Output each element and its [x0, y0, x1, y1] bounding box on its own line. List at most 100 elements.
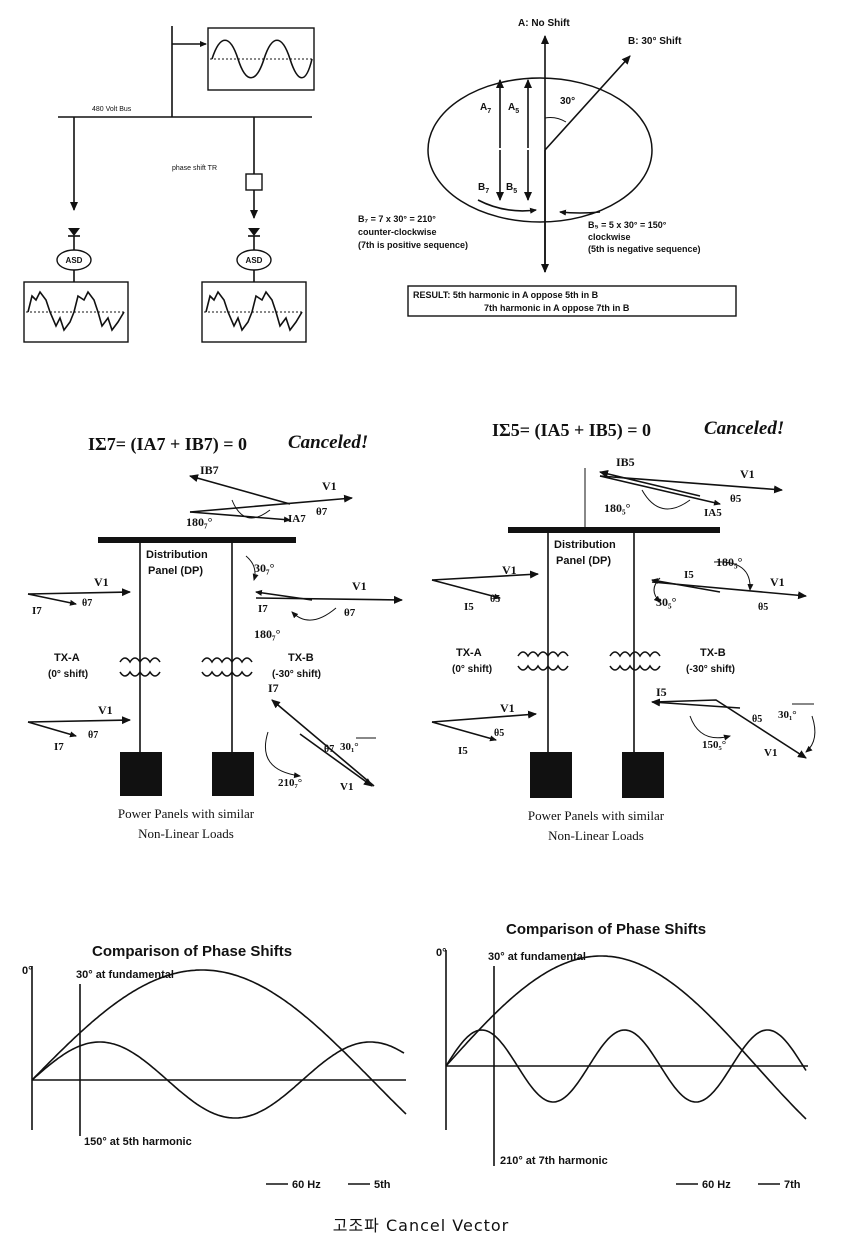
i5-bottom-right-label: I5 — [656, 685, 667, 699]
tx-b-secondary — [201, 670, 253, 677]
left-asd-label: ASD — [66, 256, 83, 265]
ccw-rotation-arrow — [477, 199, 537, 214]
v1-left-vector — [27, 588, 131, 597]
seventh-equation: IΣ7= (IA7 + IB7) = 0 — [88, 434, 247, 455]
v1-bottom-left-label: V1 — [98, 703, 113, 717]
one-line-diagram: 480 Volt Bus ASD phase shift TR ASD — [23, 26, 315, 343]
harmonic-vector-diagram: A: No Shift B: 30° Shift 30° A7 A5 B7 B5… — [358, 18, 737, 317]
tx-b-shift: (-30° shift) — [686, 664, 735, 675]
dp-label-2: Panel (DP) — [148, 565, 203, 577]
right-harmonic-wave — [205, 290, 303, 332]
result-line-1: RESULT: 5th harmonic in A oppose 5th in … — [413, 290, 599, 300]
bottom-note: 210° at 7th harmonic — [500, 1155, 608, 1167]
i7-left-label: I7 — [32, 605, 42, 617]
bus-label: 480 Volt Bus — [92, 106, 132, 113]
angle-180-mid: 180₇° — [254, 627, 281, 641]
ia7-label: IA7 — [288, 513, 306, 525]
theta5-bottom-right: θ5 — [752, 714, 762, 725]
i7-bottom-left-label: I7 — [54, 741, 64, 753]
power-panel-b — [622, 752, 664, 798]
v1-left-vector — [431, 570, 539, 581]
power-panels-label-2: Non-Linear Loads — [548, 828, 644, 843]
seventh-canceled: Canceled! — [288, 432, 368, 453]
angle-210-label: 210₇° — [278, 777, 302, 789]
a5-label: A5 — [508, 102, 519, 115]
theta7-top: θ7 — [316, 506, 328, 518]
theta5-right: θ5 — [758, 602, 768, 613]
angle-150-label: 150₅° — [702, 739, 726, 751]
power-panel-a — [530, 752, 572, 798]
top-note: 30° at fundamental — [488, 951, 586, 963]
v1-bottom-right-vector — [299, 733, 373, 787]
result-box — [407, 285, 737, 317]
i5-bottom-left-label: I5 — [458, 745, 468, 757]
result-line-2: 7th harmonic in A oppose 7th in B — [484, 303, 630, 313]
power-panel-a — [120, 752, 162, 796]
ia5-vector — [599, 475, 721, 506]
ib7-vector — [189, 474, 291, 505]
theta7-right: θ7 — [344, 607, 356, 619]
fifth-harmonic-curve — [31, 1041, 405, 1119]
bottom-note: 150° at 5th harmonic — [84, 1136, 192, 1148]
tx-b-shift: (-30° shift) — [272, 669, 321, 680]
i5-right-vector — [651, 578, 721, 593]
rotation-ellipse — [427, 77, 653, 223]
angle-180-mid: 180₅° — [716, 555, 743, 569]
theta5-top: θ5 — [730, 493, 742, 505]
angle-30-label: 30₅° — [656, 595, 677, 609]
power-panel-b — [212, 752, 254, 796]
ib5-vector — [599, 469, 701, 497]
b5-label: B5 — [506, 182, 517, 195]
i5-right-label: I5 — [684, 569, 694, 581]
left-diode-icon — [68, 228, 80, 236]
i5-left-vector — [431, 579, 501, 600]
v1-top-label: V1 — [322, 479, 337, 493]
i7-bottom-right-vector — [271, 699, 375, 787]
power-panels-label-1: Power Panels with similar — [528, 808, 665, 823]
b7-label: B7 — [478, 182, 489, 195]
i7-right-label: I7 — [258, 603, 268, 615]
seventh-harmonic-diagram: IΣ7= (IA7 + IB7) = 0 Canceled! IB7 V1 IA… — [27, 432, 403, 841]
v1-bottom-right-label: V1 — [764, 747, 777, 759]
power-panels-label-2: Non-Linear Loads — [138, 826, 234, 841]
chart-title: Comparison of Phase Shifts — [506, 921, 706, 938]
tr-label: phase shift TR — [172, 165, 217, 172]
tx-a-label: TX-A — [456, 647, 482, 659]
tx-a-primary — [517, 651, 569, 658]
top-note: 30° at fundamental — [76, 969, 174, 981]
tx-a-shift: (0° shift) — [452, 664, 492, 675]
tx-b-label: TX-B — [288, 652, 314, 664]
dp-label-1: Distribution — [146, 549, 208, 561]
angle-arc-top — [231, 499, 271, 519]
left-harmonic-wave — [27, 290, 125, 332]
v1-top-vector — [189, 494, 353, 513]
b5-equation-1: B₅ = 5 x 30° = 150° — [588, 220, 667, 230]
legend-label-2: 5th — [374, 1179, 391, 1191]
tx-a-label: TX-A — [54, 652, 80, 664]
tx-a-secondary — [119, 670, 161, 677]
dp-label-1: Distribution — [554, 539, 616, 551]
angle-arc — [544, 117, 567, 123]
theta5-left: θ5 — [490, 594, 500, 605]
legend-label-1: 60 Hz — [292, 1179, 321, 1191]
seventh-harmonic-curve — [445, 1029, 807, 1103]
ib5-label: IB5 — [616, 455, 635, 469]
b5-equation-3: (5th is negative sequence) — [588, 244, 701, 254]
power-panels-label-1: Power Panels with similar — [118, 806, 255, 821]
fundamental-curve — [31, 969, 407, 1115]
right-diode-icon — [248, 228, 260, 236]
theta7-bottom-left: θ7 — [88, 730, 98, 741]
i7-bottom-left-vector — [27, 721, 77, 738]
i7-left-vector — [27, 593, 77, 606]
phase-shift-chart-5th: Comparison of Phase Shifts 0° 30° at fun… — [22, 943, 407, 1191]
angle-180-top: 180₇° — [186, 515, 213, 529]
v1-left-label: V1 — [94, 575, 109, 589]
ia5-label: IA5 — [704, 507, 722, 519]
v1-top-label: V1 — [740, 467, 755, 481]
v1-bottom-left-vector — [27, 716, 131, 725]
b7-equation-1: B₇ = 7 x 30° = 210° — [358, 214, 436, 224]
angle-arc-top — [641, 489, 691, 510]
tx-a-secondary — [517, 664, 569, 671]
right-asd-label: ASD — [246, 256, 263, 265]
